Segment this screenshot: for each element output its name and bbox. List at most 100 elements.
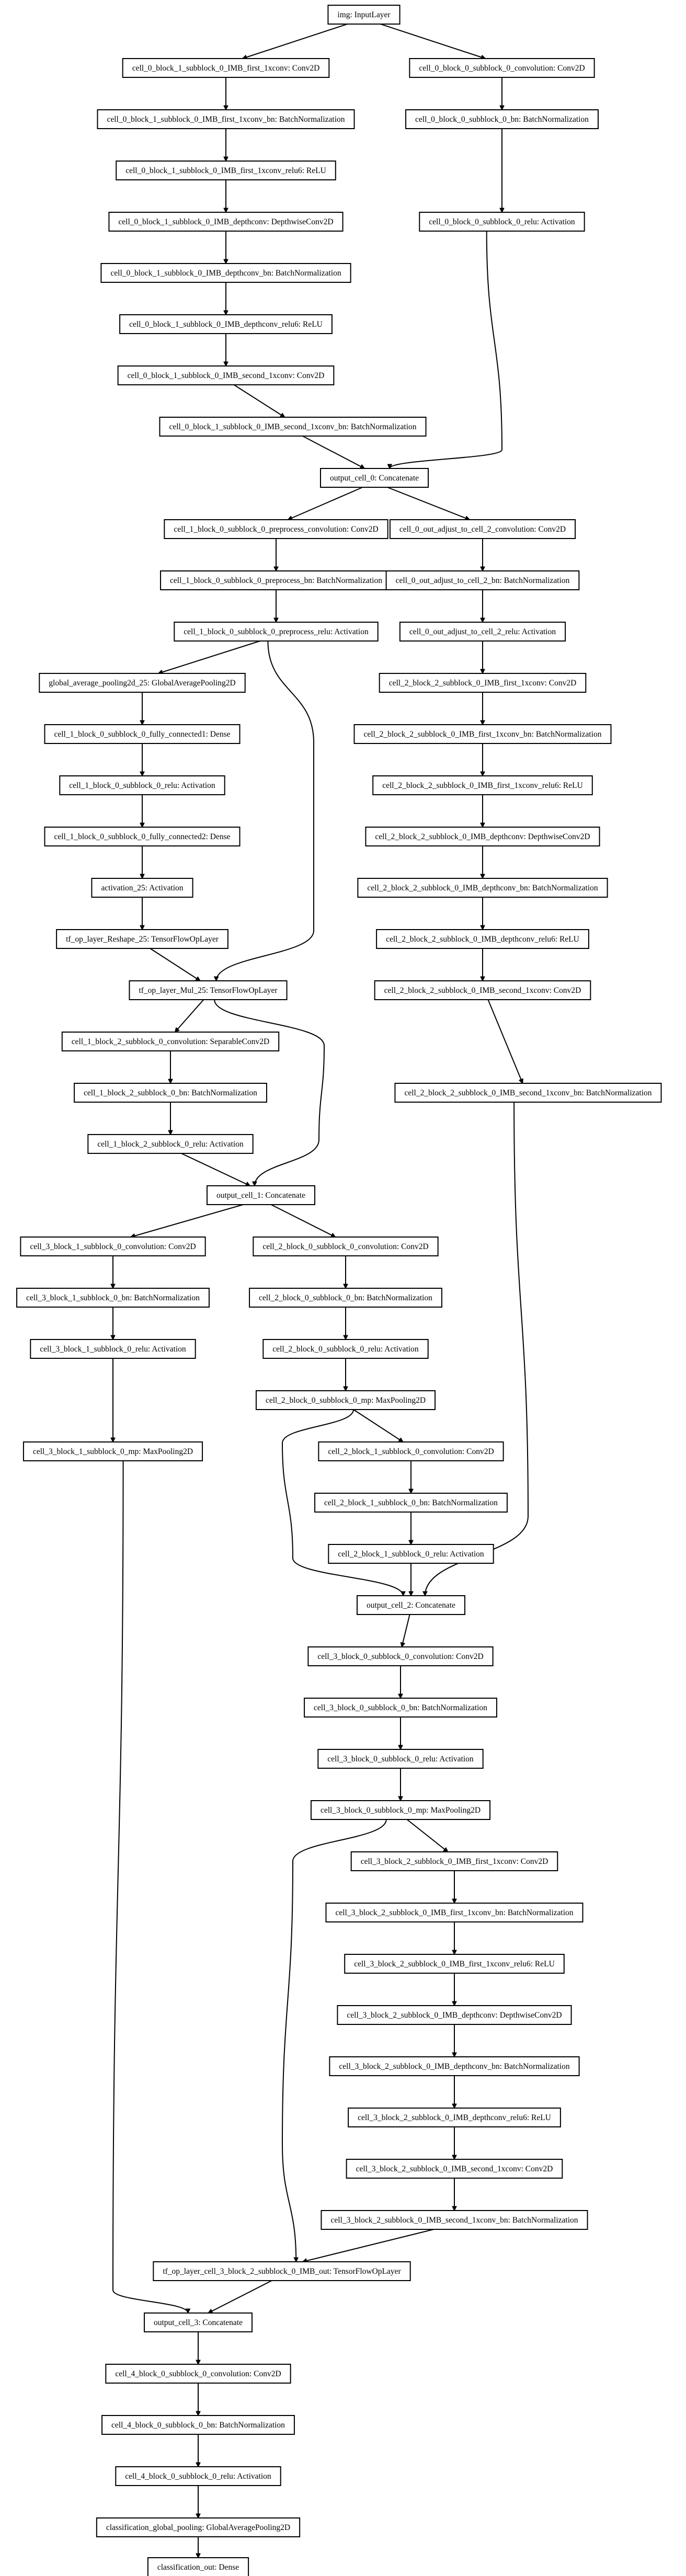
node-box xyxy=(122,58,330,78)
node-label: cell_4_block_0_subblock_0_convolution: C… xyxy=(115,2369,281,2378)
graph-node-c0b0-relu: cell_0_block_0_subblock_0_relu: Activati… xyxy=(419,212,585,232)
node-label: cell_0_block_1_subblock_0_IMB_first_1xco… xyxy=(132,64,320,73)
node-box xyxy=(119,314,333,334)
node-label: cell_3_block_1_subblock_0_convolution: C… xyxy=(30,1242,196,1251)
graph-node-gap25: global_average_pooling2d_25: GlobalAvera… xyxy=(39,673,246,693)
graph-node-c4-bn: cell_4_block_0_subblock_0_bn: BatchNorma… xyxy=(101,2415,295,2435)
node-box xyxy=(59,775,225,795)
node-label: cell_2_block_1_subblock_0_convolution: C… xyxy=(328,1447,494,1456)
graph-node-c0b1-proj-bn: cell_0_block_1_subblock_0_IMB_second_1xc… xyxy=(159,417,427,437)
node-box xyxy=(409,58,595,78)
node-box xyxy=(353,724,612,744)
graph-node-c0-adj-conv: cell_0_out_adjust_to_cell_2_convolution:… xyxy=(389,519,576,539)
graph-node-c2b2-dw-relu: cell_2_block_2_subblock_0_IMB_depthconv_… xyxy=(376,929,589,949)
node-label: cell_1_block_0_subblock_0_preprocess_rel… xyxy=(184,627,369,636)
node-label: cell_2_block_0_subblock_0_relu: Activati… xyxy=(272,1345,419,1354)
graph-node-c0b1-expand-bn: cell_0_block_1_subblock_0_IMB_first_1xco… xyxy=(97,109,355,129)
graph-node-c1-pre-bn: cell_1_block_0_subblock_0_preprocess_bn:… xyxy=(160,570,392,590)
node-box xyxy=(318,1441,504,1461)
graph-node-c0b1-expand-relu: cell_0_block_1_subblock_0_IMB_first_1xco… xyxy=(116,161,336,180)
graph-node-c3b2-expand: cell_3_block_2_subblock_0_IMB_first_1xco… xyxy=(350,1851,558,1871)
node-box xyxy=(100,263,351,283)
edge-arrow xyxy=(233,384,284,418)
node-label: cell_3_block_2_subblock_0_IMB_second_1xc… xyxy=(356,2165,553,2173)
edge-arrow xyxy=(175,999,204,1032)
edge-arrow xyxy=(487,999,522,1083)
node-box xyxy=(116,161,336,180)
graph-node-c0b1-proj: cell_0_block_1_subblock_0_IMB_second_1xc… xyxy=(117,365,335,385)
graph-node-c4-relu: cell_4_block_0_subblock_0_relu: Activati… xyxy=(115,2466,281,2486)
node-box xyxy=(317,1749,484,1769)
node-label: cell_3_block_0_subblock_0_relu: Activati… xyxy=(327,1755,474,1764)
node-label: cell_2_block_1_subblock_0_relu: Activati… xyxy=(338,1550,484,1559)
node-label: tf_op_layer_Mul_25: TensorFlowOpLayer xyxy=(139,986,278,995)
node-label: cell_2_block_0_subblock_0_bn: BatchNorma… xyxy=(259,1293,432,1302)
edge-arrow xyxy=(302,436,365,469)
node-label: cell_2_block_1_subblock_0_bn: BatchNorma… xyxy=(324,1498,498,1507)
edge-arrow xyxy=(208,2280,272,2314)
edge-arrow xyxy=(214,999,325,1186)
node-label: cell_3_block_2_subblock_0_IMB_depthconv_… xyxy=(339,2062,569,2071)
node-label: cell_1_block_2_subblock_0_bn: BatchNorma… xyxy=(84,1089,257,1097)
node-box xyxy=(22,1441,203,1461)
node-box xyxy=(357,878,608,898)
graph-node-c3b2-proj: cell_3_block_2_subblock_0_IMB_second_1xc… xyxy=(346,2159,563,2179)
node-box xyxy=(307,1646,494,1666)
node-label: cell_3_block_2_subblock_0_IMB_first_1xco… xyxy=(354,1960,555,1968)
node-box xyxy=(16,1288,210,1308)
node-label: cell_3_block_0_subblock_0_bn: BatchNorma… xyxy=(314,1703,487,1712)
edge-arrow xyxy=(216,640,315,981)
graph-node-c2b1-relu: cell_2_block_1_subblock_0_relu: Activati… xyxy=(328,1544,494,1564)
node-box xyxy=(153,2261,411,2281)
node-label: cell_1_block_2_subblock_0_convolution: S… xyxy=(72,1037,269,1046)
node-label: cell_3_block_1_subblock_0_relu: Activati… xyxy=(40,1345,186,1354)
graph-node-c0b1-dw: cell_0_block_1_subblock_0_IMB_depthconv:… xyxy=(108,212,344,232)
node-label: cell_1_block_2_subblock_0_relu: Activati… xyxy=(97,1140,244,1149)
node-box xyxy=(337,2005,572,2025)
node-label: cell_0_block_1_subblock_0_IMB_first_1xco… xyxy=(125,166,326,175)
graph-node-c3b1-bn: cell_3_block_1_subblock_0_bn: BatchNorma… xyxy=(16,1288,210,1308)
node-label: cell_0_out_adjust_to_cell_2_convolution:… xyxy=(399,525,566,534)
node-label: cell_3_block_0_subblock_0_convolution: C… xyxy=(317,1652,483,1661)
node-box xyxy=(325,1903,584,1922)
node-label: cell_2_block_2_subblock_0_IMB_second_1xc… xyxy=(384,986,581,995)
node-label: cell_2_block_2_subblock_0_IMB_depthconv_… xyxy=(367,884,598,892)
node-box xyxy=(321,2210,588,2230)
node-box xyxy=(376,929,589,949)
graph-node-out2: output_cell_2: Concatenate xyxy=(356,1595,466,1615)
node-box xyxy=(348,2108,561,2127)
graph-node-c3b0-mp: cell_3_block_0_subblock_0_mp: MaxPooling… xyxy=(310,1800,491,1820)
graph-node-c1b2-relu: cell_1_block_2_subblock_0_relu: Activati… xyxy=(87,1134,254,1154)
edge-arrow xyxy=(270,1204,335,1238)
edge-arrow xyxy=(281,1409,403,1596)
node-box xyxy=(44,724,241,744)
node-box xyxy=(174,622,379,642)
graph-node-c2b1-bn: cell_2_block_1_subblock_0_bn: BatchNorma… xyxy=(314,1493,508,1513)
graph-node-c2b0-relu: cell_2_block_0_subblock_0_relu: Activati… xyxy=(262,1339,429,1359)
graph-node-mul25: tf_op_layer_Mul_25: TensorFlowOpLayer xyxy=(129,980,288,1000)
node-box xyxy=(389,519,576,539)
node-label: cell_2_block_2_subblock_0_IMB_first_1xco… xyxy=(382,781,583,790)
node-label: cell_4_block_0_subblock_0_bn: BatchNorma… xyxy=(111,2421,285,2430)
node-box xyxy=(346,2159,563,2179)
node-box xyxy=(304,1698,497,1718)
edge-arrow xyxy=(112,1460,188,2313)
node-box xyxy=(164,519,388,539)
edge-arrow xyxy=(353,1409,403,1442)
graph-node-out0: output_cell_0: Concatenate xyxy=(319,468,429,488)
node-label: cell_3_block_0_subblock_0_mp: MaxPooling… xyxy=(321,1806,481,1815)
graph-node-out1: output_cell_1: Concatenate xyxy=(206,1185,316,1205)
edge-arrow xyxy=(387,487,470,520)
graph-node-c1-fc1: cell_1_block_0_subblock_0_fully_connecte… xyxy=(44,724,241,744)
node-box xyxy=(74,1083,267,1103)
graph-node-c0-adj-relu: cell_0_out_adjust_to_cell_2_relu: Activa… xyxy=(399,622,566,642)
node-box xyxy=(30,1339,196,1359)
node-label: cell_1_block_0_subblock_0_relu: Activati… xyxy=(69,781,215,790)
edge-arrow xyxy=(425,1102,529,1596)
node-box xyxy=(394,1083,662,1103)
nodes-layer: img: InputLayercell_0_block_1_subblock_0… xyxy=(16,5,662,2576)
graph-node-c3b2-dw-relu: cell_3_block_2_subblock_0_IMB_depthconv_… xyxy=(348,2108,561,2127)
graph-node-out3: output_cell_3: Concatenate xyxy=(143,2312,253,2332)
graph-node-c1-se-relu: cell_1_block_0_subblock_0_relu: Activati… xyxy=(59,775,225,795)
node-label: cell_0_out_adjust_to_cell_2_relu: Activa… xyxy=(409,627,556,636)
